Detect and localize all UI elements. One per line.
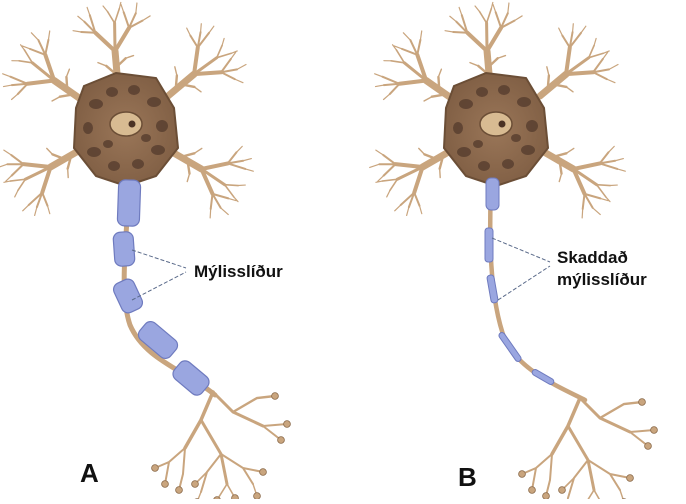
callout-leader-lines-b	[492, 238, 550, 300]
panel-label-b: B	[458, 462, 477, 493]
neuron-a	[0, 0, 290, 499]
myelin-segments-a	[111, 180, 212, 398]
damaged-myelin-label-line2: mýlisslíður	[557, 270, 647, 290]
damaged-myelin-b	[485, 178, 555, 386]
myelin-sheath-label: Mýlisslíður	[194, 262, 283, 282]
panel-label-a: A	[80, 458, 99, 489]
callout-leader-lines-a	[132, 250, 186, 300]
damaged-myelin-label-line1: Skaddað	[557, 248, 628, 268]
